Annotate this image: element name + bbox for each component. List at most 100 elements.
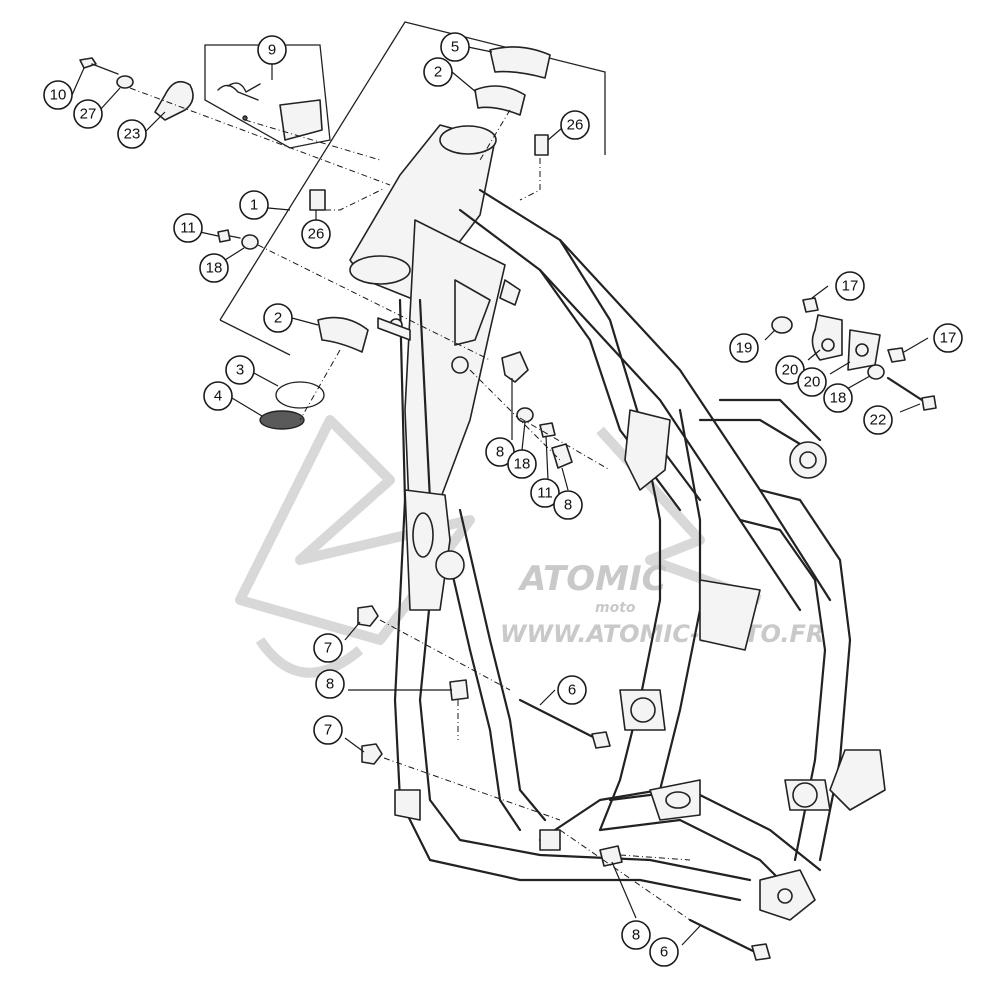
callout-5: 5 xyxy=(440,32,470,62)
callout-1: 1 xyxy=(239,190,269,220)
callout-circle xyxy=(225,355,255,385)
callout-7: 7 xyxy=(313,715,343,745)
callout-circle xyxy=(530,478,560,508)
callout-number: 18 xyxy=(206,260,223,277)
watermark-sub: moto xyxy=(595,600,636,616)
callout-number: 6 xyxy=(568,682,576,699)
bolt-10 xyxy=(79,57,97,69)
steering-head-bottom xyxy=(349,255,411,285)
watermark: ATOMIC moto WWW.ATOMIC-MOTO.FR xyxy=(235,415,824,678)
callout-circle xyxy=(199,253,229,283)
callout-number: 7 xyxy=(324,640,332,657)
callout-number: 18 xyxy=(514,456,531,473)
watermark-url: WWW.ATOMIC-MOTO.FR xyxy=(500,620,824,648)
callout-number: 4 xyxy=(214,388,222,405)
bolt-11-mid xyxy=(539,422,556,438)
lock-cylinder-9 xyxy=(279,99,323,141)
callout-18: 18 xyxy=(507,449,537,479)
callout-circle xyxy=(313,715,343,745)
callout-26: 26 xyxy=(301,219,331,249)
bracket-8-bottom xyxy=(599,845,623,867)
callout-circle xyxy=(557,675,587,705)
callout-27: 27 xyxy=(73,99,103,129)
nut-7-upper xyxy=(357,605,379,627)
callout-circle xyxy=(315,669,345,699)
callout-number: 8 xyxy=(632,927,640,944)
rear-gusset xyxy=(699,579,761,651)
callout-circle xyxy=(835,271,865,301)
callout-circle xyxy=(560,110,590,140)
bracket-8-upper xyxy=(501,351,529,383)
key-9 xyxy=(217,84,259,101)
washer-18-linkage xyxy=(867,364,885,380)
callout-number: 27 xyxy=(80,106,97,123)
callout-18: 18 xyxy=(823,383,853,413)
callout-circle xyxy=(863,405,893,435)
callout-19: 19 xyxy=(729,333,759,363)
callout-number: 2 xyxy=(274,310,282,327)
callout-number: 6 xyxy=(660,944,668,961)
callout-6: 6 xyxy=(649,937,679,967)
callout-2: 2 xyxy=(423,57,453,87)
callout-circle xyxy=(507,449,537,479)
washer-27 xyxy=(116,75,134,89)
bushing-26-upper xyxy=(534,134,549,156)
nut-7-lower xyxy=(361,743,383,765)
callout-number: 7 xyxy=(324,722,332,739)
watermark-logo-shape-right xyxy=(596,426,762,605)
callout-circle xyxy=(257,35,287,65)
bushing-26-lower xyxy=(309,189,326,211)
callout-number: 8 xyxy=(564,497,572,514)
callout-number: 17 xyxy=(940,330,957,347)
bolt-22 xyxy=(886,376,927,404)
callout-circle xyxy=(553,490,583,520)
bolt-11-upper xyxy=(217,229,231,243)
callout-11: 11 xyxy=(173,213,203,243)
front-lower-tab xyxy=(394,789,421,821)
watermark-swoosh xyxy=(255,637,364,678)
bolt-17-upper xyxy=(802,297,819,313)
bracket-8-lower xyxy=(449,679,469,701)
callout-23: 23 xyxy=(117,119,147,149)
callout-circle xyxy=(823,383,853,413)
callout-number: 26 xyxy=(308,226,325,243)
bearing-2-upper xyxy=(474,85,526,116)
callout-8: 8 xyxy=(621,920,651,950)
mid-bracket xyxy=(624,409,671,491)
callout-8: 8 xyxy=(315,669,345,699)
bolt-6-upper xyxy=(518,698,597,740)
kit-box-9 xyxy=(204,44,331,149)
callout-26: 26 xyxy=(560,110,590,140)
callout-circle xyxy=(649,937,679,967)
washer-18-upper xyxy=(241,234,259,250)
callout-2: 2 xyxy=(263,303,293,333)
loose-parts xyxy=(79,46,937,961)
callout-7: 7 xyxy=(313,633,343,663)
callout-circle xyxy=(43,80,73,110)
bracket-8-mid xyxy=(551,443,573,469)
callout-circle xyxy=(797,367,827,397)
callout-circle xyxy=(729,333,759,363)
callout-17: 17 xyxy=(835,271,865,301)
callout-number: 9 xyxy=(268,42,276,59)
o-ring-3 xyxy=(275,381,325,409)
gusset-cutout xyxy=(454,279,491,346)
motorcycle-frame xyxy=(349,124,886,921)
spacer-19 xyxy=(771,316,793,334)
callout-number: 26 xyxy=(567,117,584,134)
callout-3: 3 xyxy=(225,355,255,385)
callout-circle xyxy=(423,57,453,87)
callout-18: 18 xyxy=(199,253,229,283)
callout-number: 19 xyxy=(736,340,753,357)
callout-number: 1 xyxy=(250,197,258,214)
callout-circle xyxy=(440,32,470,62)
seal-4 xyxy=(259,410,305,430)
callout-number: 22 xyxy=(870,412,887,429)
callout-circle xyxy=(263,303,293,333)
callout-20: 20 xyxy=(775,355,805,385)
callout-4: 4 xyxy=(203,381,233,411)
callout-circle xyxy=(313,633,343,663)
callout-circle xyxy=(117,119,147,149)
